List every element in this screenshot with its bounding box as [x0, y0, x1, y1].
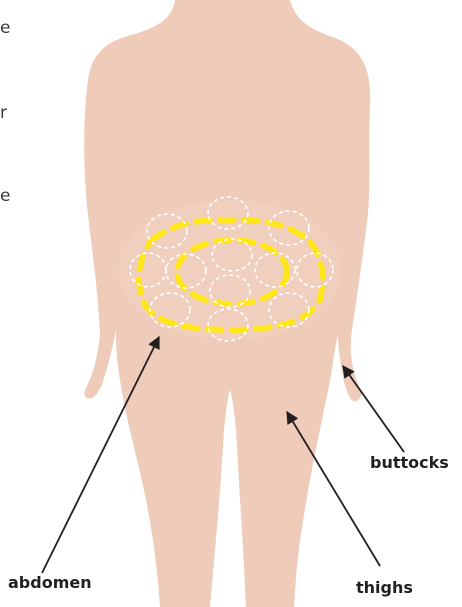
buttocks-arrow — [343, 366, 404, 452]
abdomen-label: abdomen — [8, 573, 92, 592]
thighs-label: thighs — [356, 578, 413, 597]
buttocks-label: buttocks — [370, 453, 449, 472]
